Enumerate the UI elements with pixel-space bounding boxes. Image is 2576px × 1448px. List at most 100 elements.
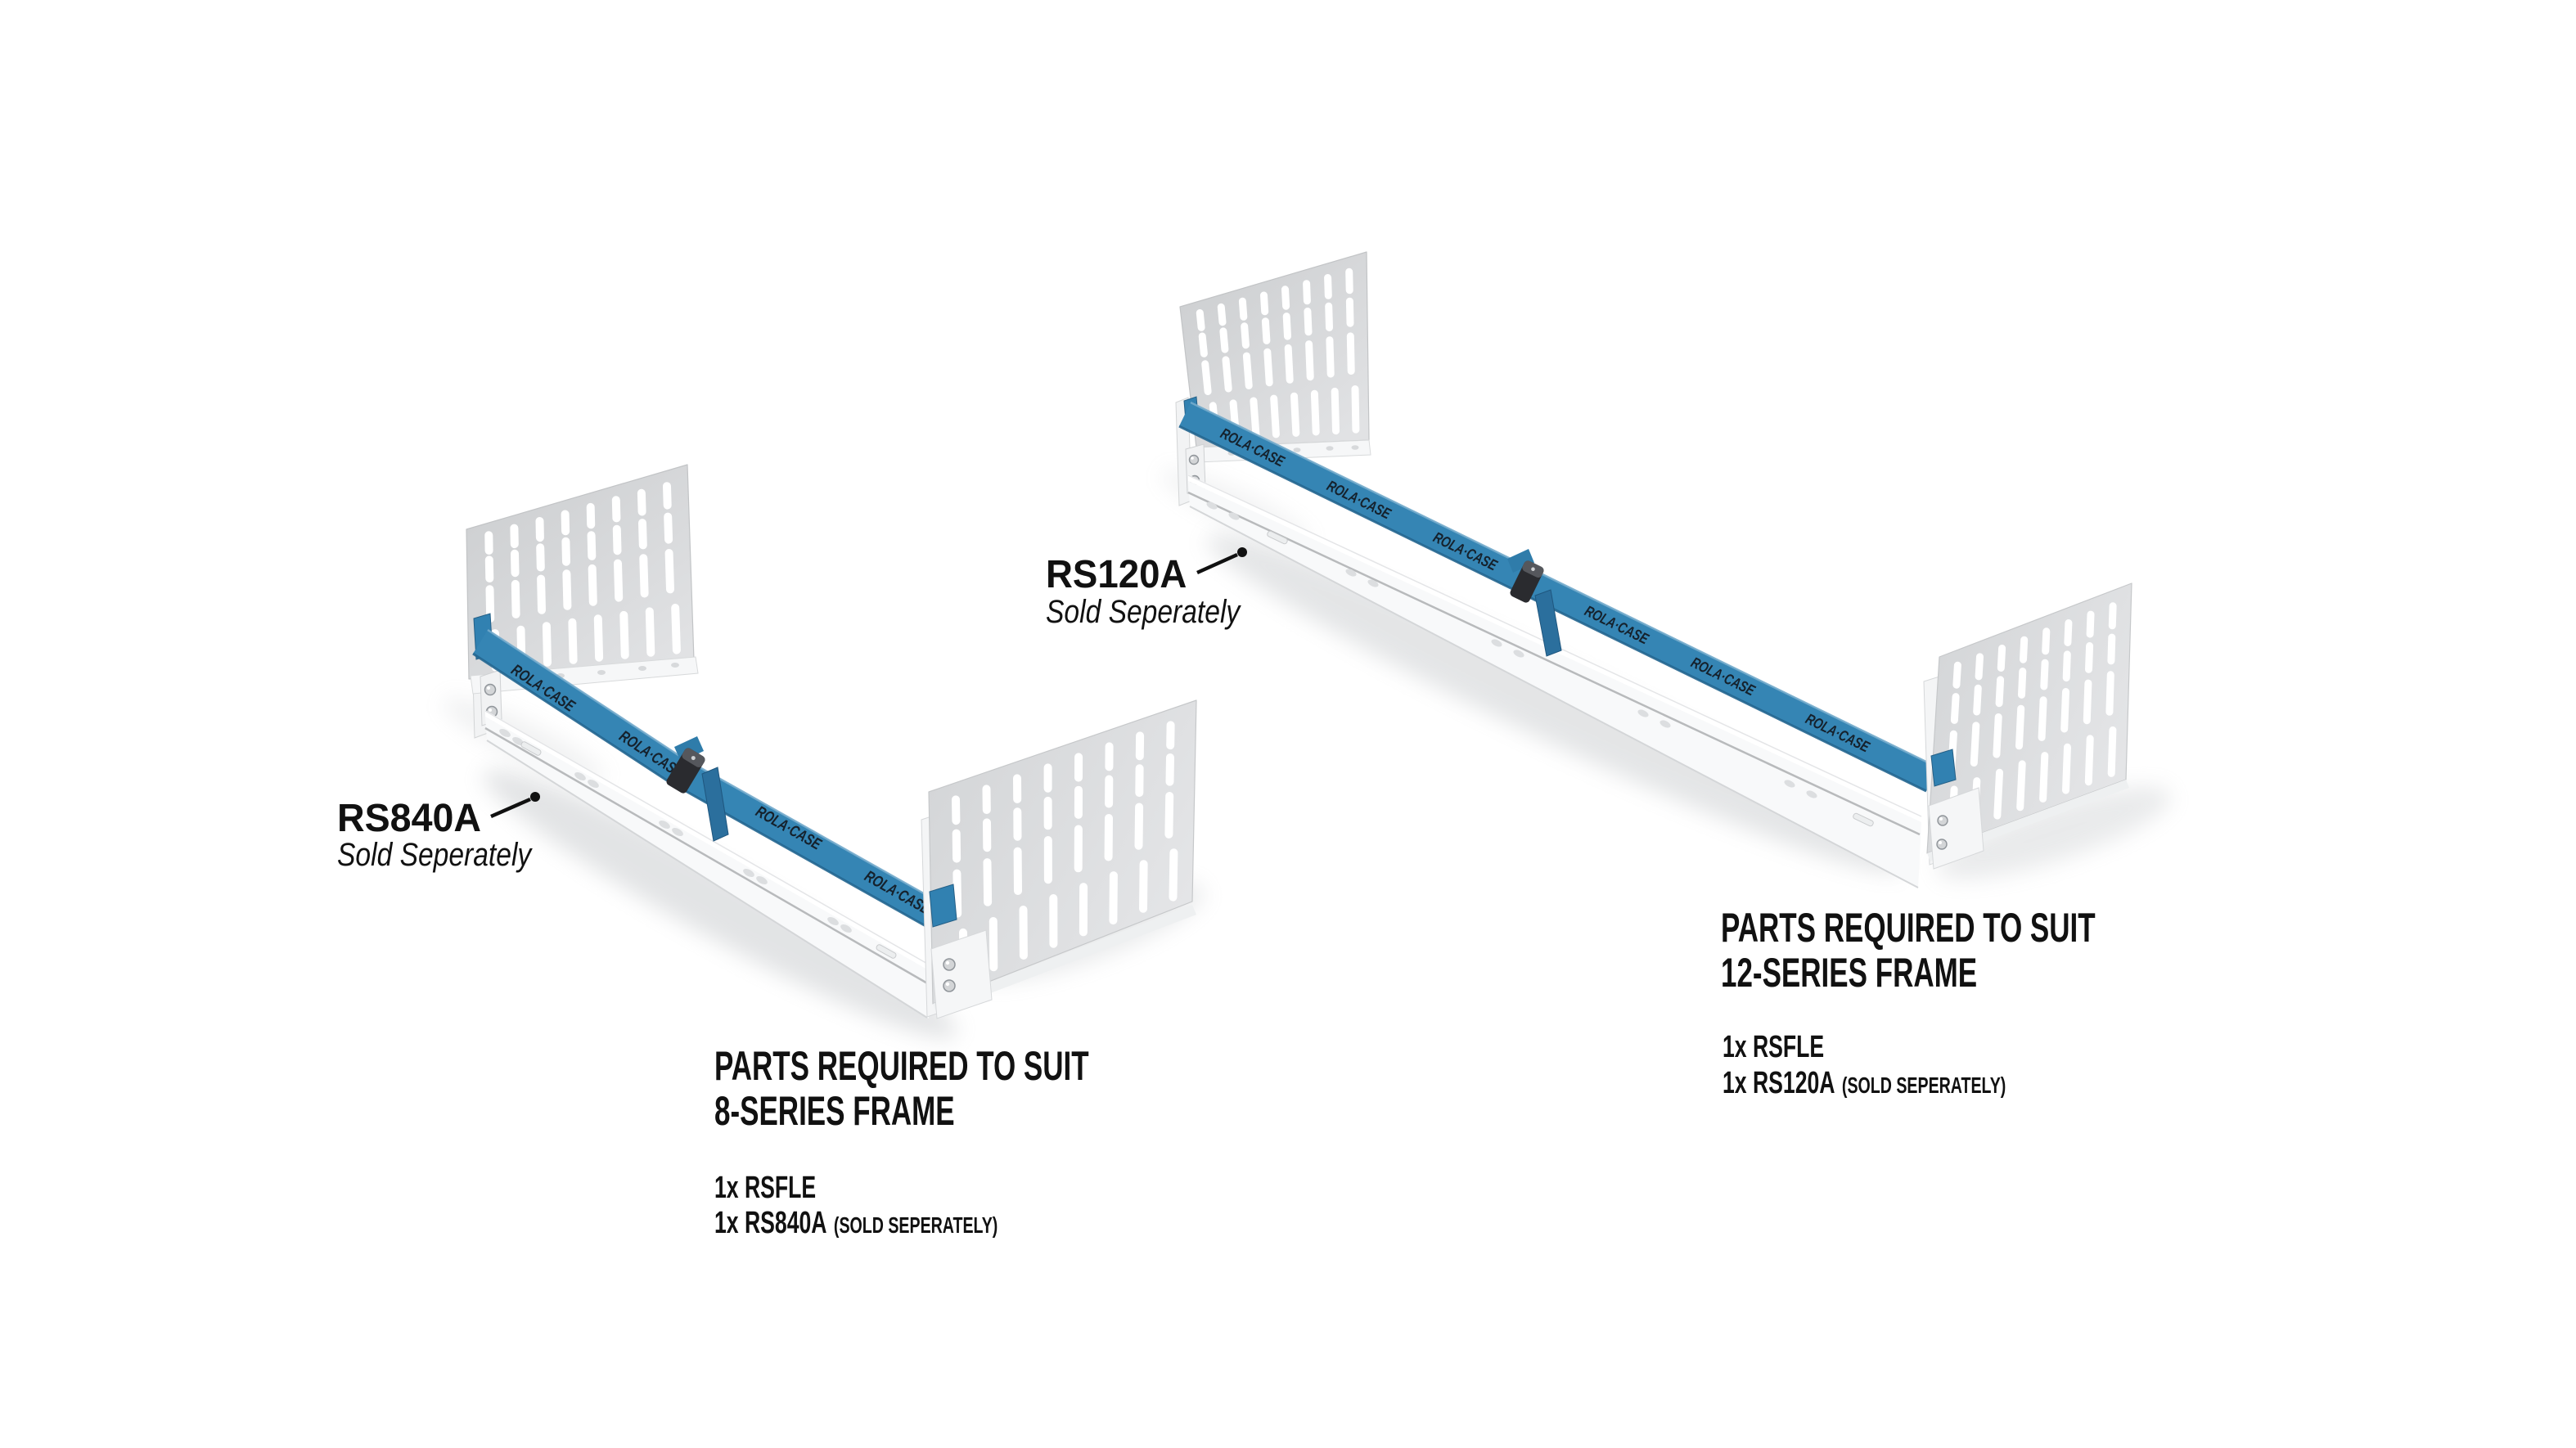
part-note: (SOLD SEPERATELY) — [833, 1212, 998, 1238]
panel-slot — [1250, 397, 1260, 439]
panel-slot — [586, 502, 596, 529]
panel-slot — [1261, 317, 1271, 344]
panel-slot — [1270, 394, 1280, 438]
panel-slot — [2107, 633, 2116, 665]
panel-slot — [1201, 360, 1212, 395]
panel-slot — [1242, 352, 1253, 389]
panel-slot — [1260, 291, 1269, 316]
panel-slot — [1217, 303, 1227, 326]
rail-rsfle — [1187, 474, 1922, 888]
panel-slots — [952, 721, 1178, 983]
panel-slot — [1993, 713, 2002, 758]
panel-slot — [1238, 297, 1248, 321]
strap-anchor-tab — [929, 884, 957, 928]
callout-leader-rs120a — [1196, 547, 1247, 575]
panel-slot — [1310, 389, 1320, 436]
panel-slot — [568, 618, 578, 664]
panel-slot — [2015, 704, 2025, 750]
panel-slot — [2016, 760, 2026, 812]
panel-slot — [664, 549, 674, 594]
panel-slot — [1973, 684, 1982, 716]
panel-slot — [562, 569, 572, 610]
rail-top-edge — [484, 710, 930, 965]
panel-slot — [1290, 392, 1300, 437]
panel-slot — [2062, 650, 2071, 682]
heading-text: 12-SERIES FRAME — [1721, 950, 1978, 996]
strap-highlight — [1190, 401, 1939, 769]
rail-seam — [1187, 491, 1921, 836]
panel-slot — [536, 543, 545, 572]
heading-text: 8-SERIES FRAME — [714, 1088, 955, 1134]
panel-slot — [1326, 336, 1335, 378]
end-panel-front — [1923, 582, 2132, 870]
callout-dot — [530, 792, 540, 802]
panel-slot — [2040, 659, 2049, 690]
panel-slot — [1970, 722, 1980, 767]
panel-slot — [1241, 322, 1250, 349]
panel-slot — [1303, 280, 1311, 305]
strap-tail — [1534, 589, 1562, 657]
rail-slot-cutout — [1853, 812, 1874, 827]
panel-slot — [611, 496, 621, 523]
strap-anchor-tab — [1930, 749, 1957, 787]
panel-slot — [1165, 753, 1174, 786]
panel-slot — [1219, 327, 1229, 353]
panel-slot — [1198, 332, 1208, 358]
panel-slot — [1139, 860, 1148, 913]
callout-part-text: RS840A — [337, 797, 481, 840]
parts-item-2-8: 1x RS840A(SOLD SEPERATELY) — [714, 1207, 1119, 1239]
panel-slot — [593, 614, 604, 662]
panel-slot — [1950, 693, 1960, 724]
panel-slot — [2039, 752, 2049, 803]
heading-line2-8: 8-SERIES FRAME — [714, 1090, 1058, 1131]
panel-slot — [2107, 726, 2117, 777]
rail-slot-cutout — [876, 944, 897, 959]
panel-slot — [2062, 743, 2071, 794]
panel-slots — [484, 482, 681, 672]
panel-bottom-flange — [933, 905, 1196, 1014]
panel-slot — [612, 524, 622, 555]
part-label: 1x RSFLE — [1723, 1030, 1825, 1064]
panel-slot — [1282, 313, 1291, 340]
panel-slot — [664, 512, 673, 544]
illustration-12-series-frame: ROLA·CASE ROLA·CASE ROLA·CASE ROLA·CASE … — [1160, 251, 2172, 888]
panel-slot — [2085, 642, 2094, 673]
callout-note-text: Sold Seperately — [337, 837, 532, 873]
parts-item-1-8: 1x RSFLE — [714, 1172, 859, 1203]
rail-bottom-edge — [486, 740, 928, 1019]
rail-front-face — [1188, 481, 1921, 888]
panel-slot — [1324, 274, 1332, 299]
panel-slot — [588, 564, 597, 606]
part-label: 1x RS840A — [714, 1206, 827, 1240]
panel-slot — [2064, 619, 2073, 646]
panel-slot — [2018, 668, 2027, 699]
panel-slot — [1997, 645, 2006, 672]
heading-text: PARTS REQUIRED TO SUIT — [1721, 905, 2096, 951]
rail-slot-cutout — [520, 741, 542, 756]
bolt — [1936, 815, 1948, 850]
panel-slot — [645, 607, 655, 657]
panel-slot — [2042, 627, 2051, 655]
part-label: 1x RS120A — [1723, 1066, 1835, 1100]
bolt — [943, 958, 956, 992]
callout-note-12: Sold Seperately — [1046, 596, 1277, 628]
heading-line1-8: PARTS REQUIRED TO SUIT — [714, 1046, 1250, 1086]
panel-slot — [671, 604, 681, 654]
panel-slot — [2038, 696, 2047, 741]
parts-item-1-12: 1x RSFLE — [1723, 1032, 1867, 1063]
strap-overlap — [1507, 549, 1534, 573]
parts-item-2-12: 1x RS120A(SOLD SEPERATELY) — [1723, 1068, 2128, 1099]
panel-slot — [1305, 340, 1314, 381]
panel-slot — [1952, 661, 1961, 689]
callout-part-12: RS120A — [1046, 555, 1194, 595]
callout-dot — [1237, 547, 1247, 557]
panel-slot — [1109, 871, 1118, 925]
rail-holes — [499, 728, 852, 933]
panel-slot — [1345, 297, 1354, 327]
heading-text: PARTS REQUIRED TO SUIT — [714, 1043, 1089, 1089]
corner-bracket — [930, 929, 993, 1019]
heading-line1-12: PARTS REQUIRED TO SUIT — [1721, 907, 2256, 948]
strap-tail — [701, 767, 729, 842]
rail-holes — [1206, 501, 1817, 798]
